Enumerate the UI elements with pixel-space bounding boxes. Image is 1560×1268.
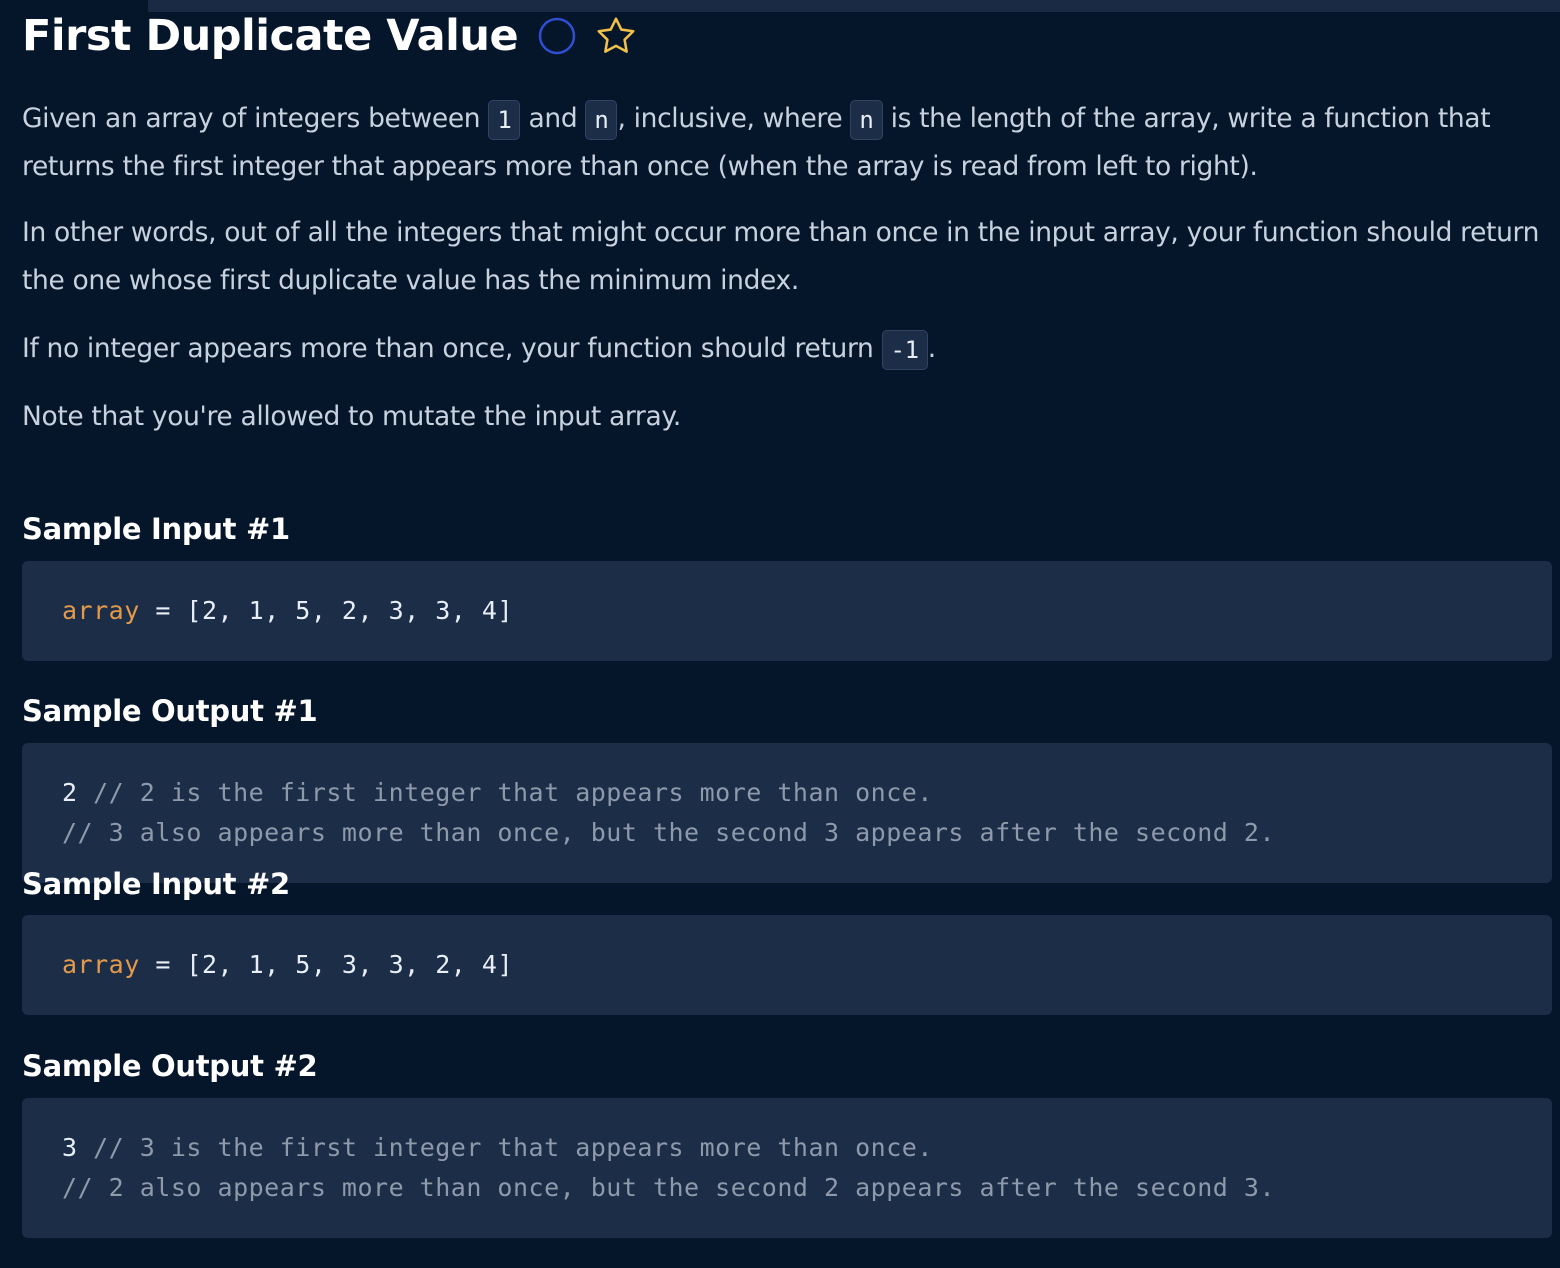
problem-description: Given an array of integers between 1 and… [22, 95, 1552, 441]
text: is the length of the array, write a func… [22, 103, 1491, 182]
code-value: 2 [62, 778, 78, 807]
code-value: = [2, 1, 5, 2, 3, 3, 4] [139, 596, 513, 625]
description-paragraph: Note that you're allowed to mutate the i… [22, 401, 681, 432]
sample-output-2-heading: Sample Output #2 [22, 1049, 318, 1083]
circle-icon[interactable] [538, 17, 576, 55]
sample-output-2-code: 3 // 3 is the first integer that appears… [22, 1098, 1552, 1238]
text: , inclusive, where [617, 103, 851, 134]
code-comment: // 3 is the first integer that appears m… [77, 1133, 933, 1162]
description-paragraph: If no integer appears more than once, yo… [22, 325, 1552, 373]
sample-output-1-code: 2 // 2 is the first integer that appears… [22, 743, 1552, 883]
star-icon[interactable] [594, 14, 638, 58]
sample-input-1-heading: Sample Input #1 [22, 512, 290, 546]
sample-input-2-code: array = [2, 1, 5, 3, 3, 2, 4] [22, 915, 1552, 1015]
text: If no integer appears more than once, yo… [22, 333, 882, 364]
text: . [927, 333, 936, 364]
code-variable: array [62, 950, 140, 979]
code-comment: // 2 also appears more than once, but th… [62, 1173, 1275, 1202]
inline-code: n [585, 99, 618, 140]
inline-code: -1 [881, 329, 928, 370]
description-paragraph: In other words, out of all the integers … [22, 217, 1540, 296]
title-row: First Duplicate Value [22, 2, 1552, 70]
problem-content: First Duplicate Value Given an array of … [22, 0, 1552, 1238]
code-comment: // 2 is the first integer that appears m… [77, 778, 933, 807]
code-value: = [2, 1, 5, 3, 3, 2, 4] [139, 950, 513, 979]
code-variable: array [62, 596, 140, 625]
sample-input-2-heading: Sample Input #2 [22, 867, 290, 901]
sample-input-1-code: array = [2, 1, 5, 2, 3, 3, 4] [22, 561, 1552, 661]
code-value: 3 [62, 1133, 78, 1162]
page-title: First Duplicate Value [22, 10, 519, 61]
code-comment: // 3 also appears more than once, but th… [62, 818, 1275, 847]
top-strip [148, 0, 1560, 12]
inline-code: 1 [488, 99, 521, 140]
text: Given an array of integers between [22, 103, 489, 134]
sample-output-1-heading: Sample Output #1 [22, 694, 318, 728]
inline-code: n [850, 99, 883, 140]
text: and [520, 103, 586, 134]
description-paragraph: Given an array of integers between 1 and… [22, 95, 1552, 191]
